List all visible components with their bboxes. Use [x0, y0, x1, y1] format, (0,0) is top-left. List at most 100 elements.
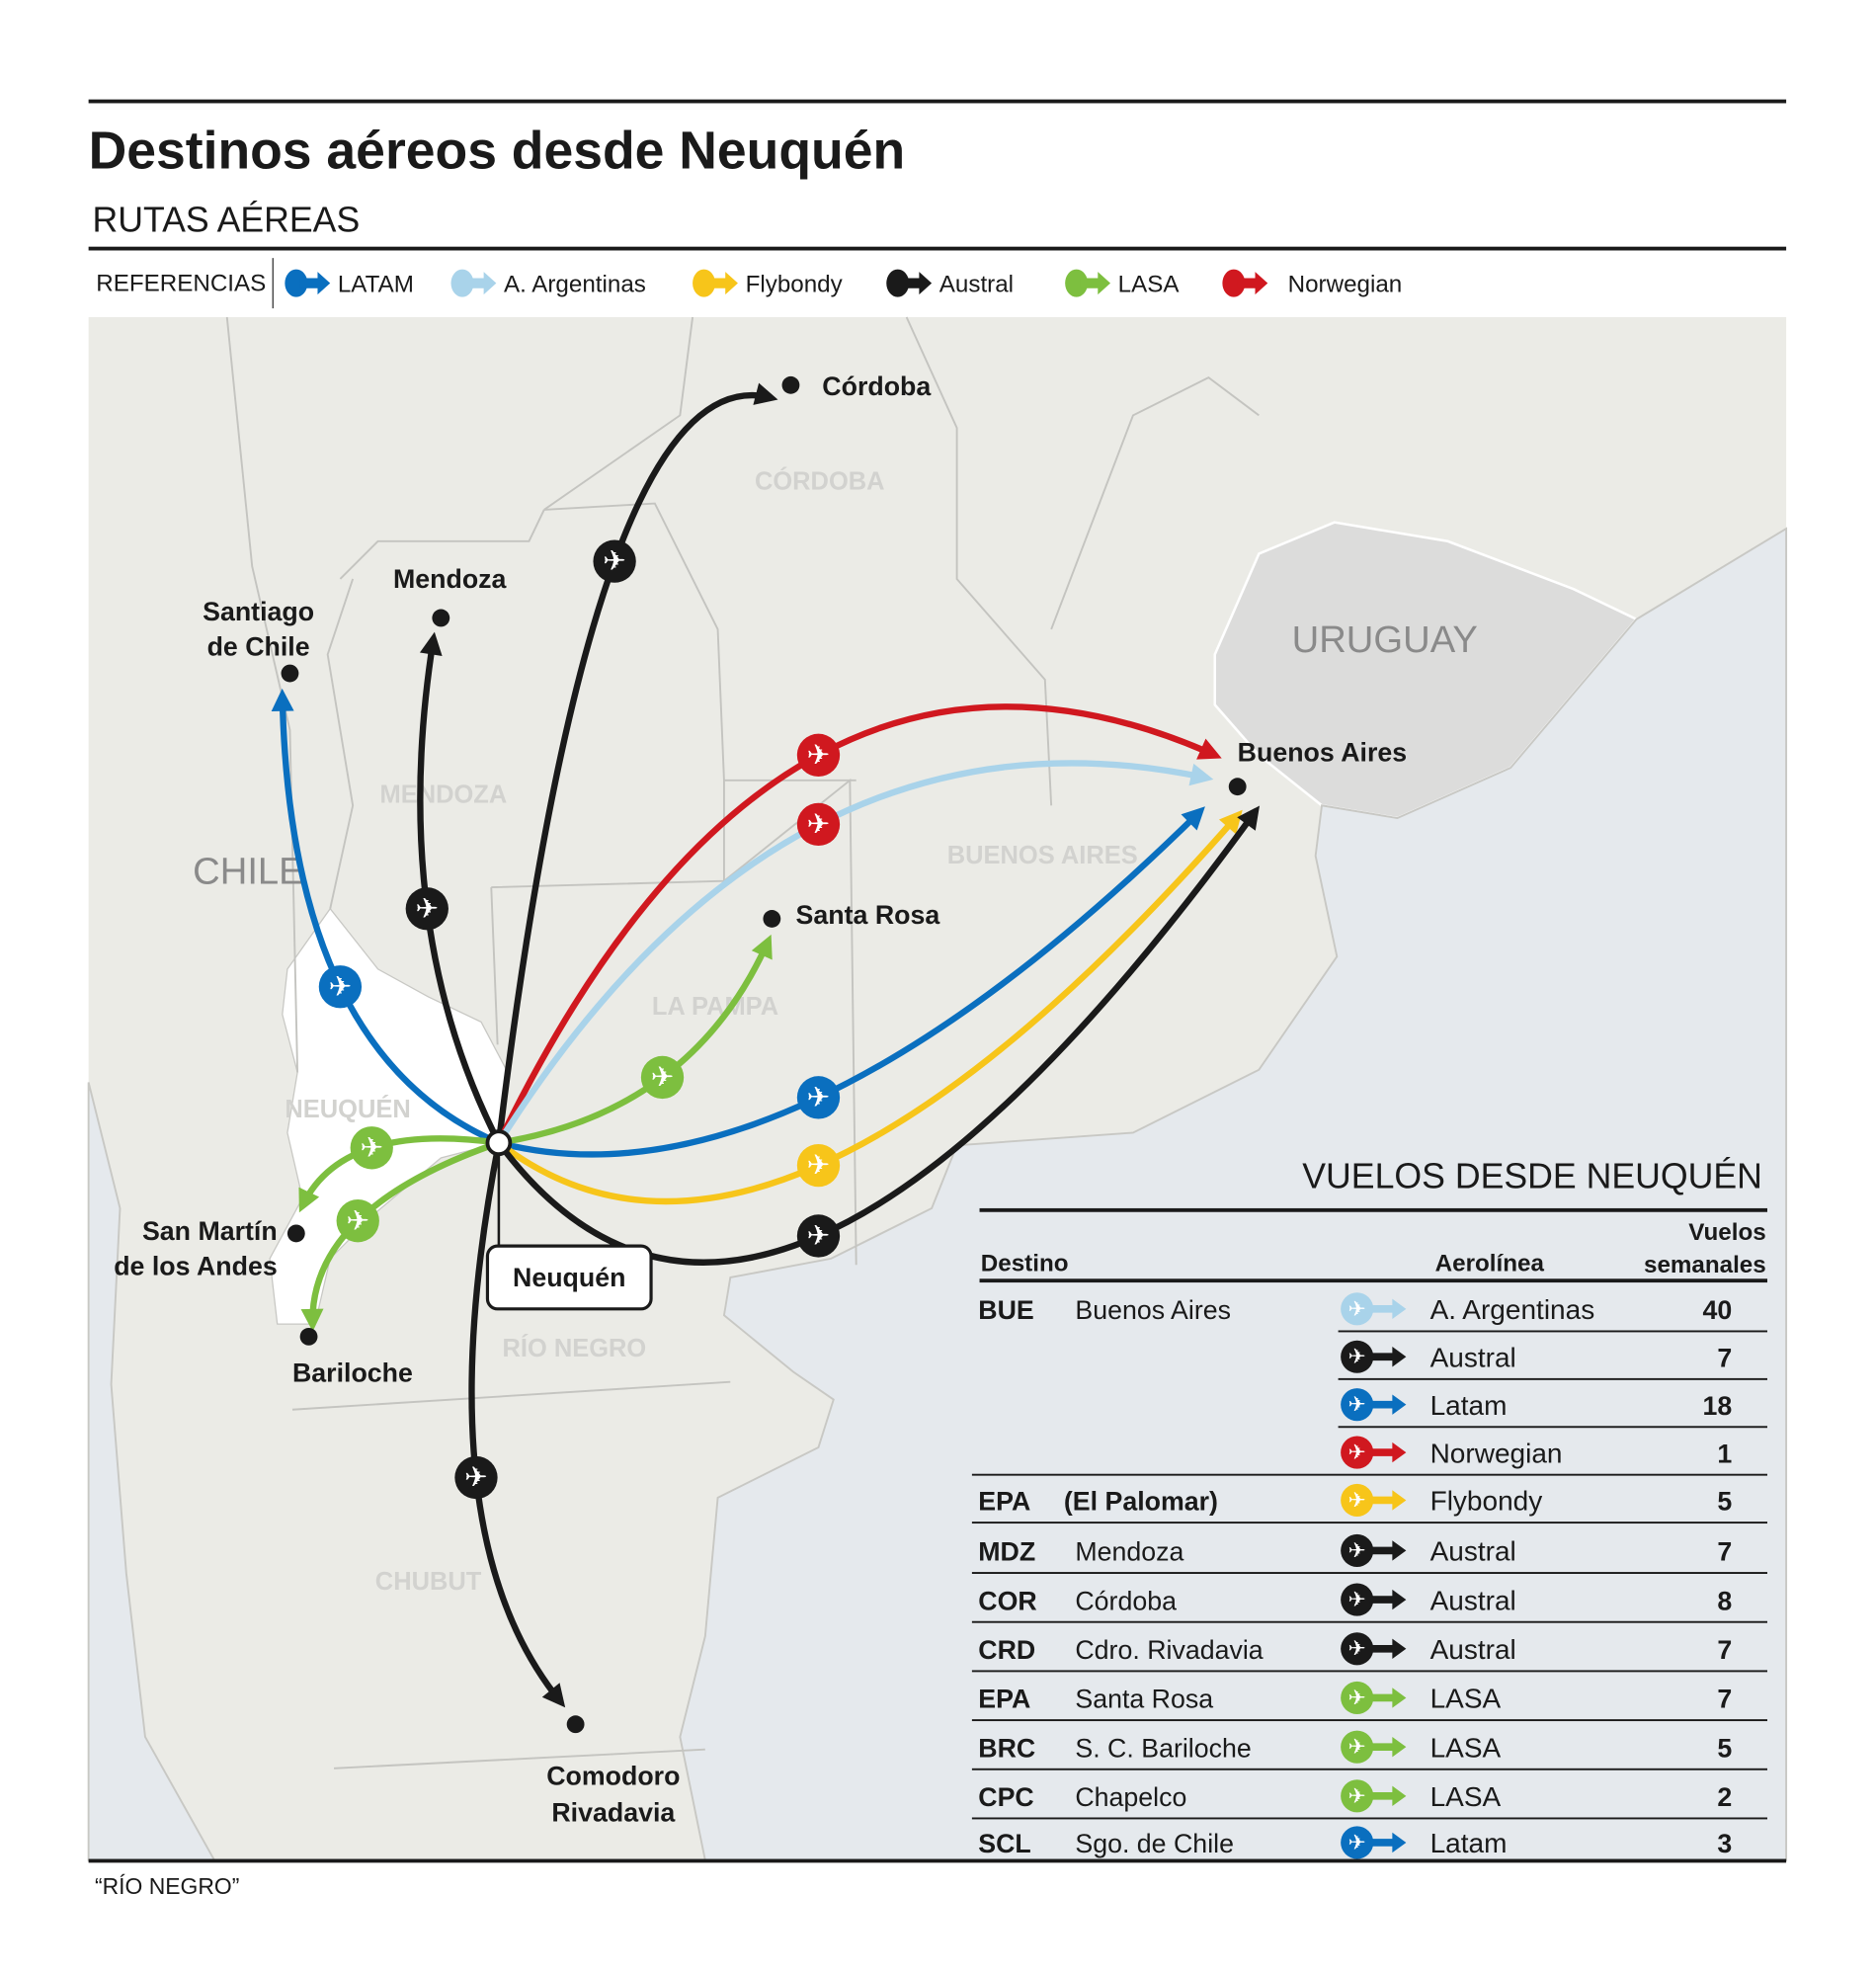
plane-icon: ✈ — [405, 887, 449, 931]
row-divider — [971, 1768, 1767, 1770]
svg-text:✈: ✈ — [329, 970, 353, 1003]
city-label-santiago-2: de Chile — [207, 632, 310, 662]
route-arrowhead-icon — [753, 382, 778, 405]
bottom-rule — [88, 1858, 1787, 1863]
legend-item-flybondy: Flybondy — [693, 269, 844, 298]
row-airline: Austral — [1430, 1342, 1516, 1372]
arrow-right-icon — [1369, 1347, 1407, 1367]
province-label-buenos-aires: BUENOS AIRES — [947, 842, 1138, 869]
province-label-cordoba: CÓRDOBA — [755, 466, 885, 496]
legend-item-latam: LATAM — [285, 269, 414, 298]
row-destination: Cdro. Rivadavia — [1075, 1635, 1263, 1665]
city-dot-mendoza — [432, 609, 450, 627]
row-weekly-flights: 7 — [1717, 1343, 1732, 1372]
plane-icon: ✈ — [318, 965, 363, 1009]
top-rule — [88, 99, 1787, 104]
city-label-buenos-aires: Buenos Aires — [1238, 738, 1407, 768]
row-airline: Latam — [1430, 1828, 1508, 1858]
plane-icon: ✈ — [796, 1076, 841, 1119]
city-label-san-martin-1: San Martín — [142, 1216, 278, 1246]
legend-item-aar: A. Argentinas — [450, 269, 646, 298]
city-label-comodoro-1: Comodoro — [546, 1761, 680, 1790]
row-code: COR — [978, 1586, 1036, 1615]
province-label-la-pampa: LA PAMPA — [652, 993, 778, 1021]
row-airline: Austral — [1430, 1536, 1516, 1567]
route-arrowhead-icon — [298, 1187, 320, 1213]
map: CHILE URUGUAY CÓRDOBA MENDOZA BUENOS AIR… — [87, 316, 1788, 1861]
row-airline: Latam — [1430, 1390, 1508, 1421]
route-arrowhead-icon — [1196, 738, 1222, 760]
airline-plane-icon: ✈ — [1341, 1388, 1374, 1422]
svg-text:✈: ✈ — [651, 1061, 675, 1094]
route-arrowhead-icon — [751, 934, 773, 960]
svg-text:✈: ✈ — [807, 1219, 831, 1252]
row-divider — [971, 1719, 1767, 1722]
row-destination: Santa Rosa — [1075, 1685, 1213, 1714]
city-markers — [281, 375, 1247, 1734]
arrow-right-icon — [1369, 1540, 1407, 1561]
arrow-right-icon — [1369, 1688, 1407, 1708]
legend-swatch-icon — [886, 269, 910, 297]
plane-icon: ✈ — [336, 1199, 379, 1243]
svg-text:✈: ✈ — [603, 544, 626, 577]
arrow-right-icon — [1369, 1589, 1407, 1610]
svg-text:✈: ✈ — [1348, 1393, 1366, 1418]
header-aerolinea: Aerolínea — [1435, 1251, 1545, 1277]
arrow-right-icon — [1369, 1638, 1407, 1659]
city-dot-santiago — [281, 664, 299, 683]
legend-label-flybondy: Flybondy — [746, 272, 844, 298]
plane-icon: ✈ — [796, 733, 841, 777]
page-subtitle: RUTAS AÉREAS — [92, 200, 360, 239]
row-code: BRC — [978, 1733, 1035, 1763]
province-label-chubut: CHUBUT — [375, 1568, 482, 1596]
legend-label-aar: A. Argentinas — [504, 272, 646, 298]
airline-plane-icon: ✈ — [1341, 1779, 1374, 1813]
plane-icon: ✈ — [593, 539, 636, 583]
airline-plane-icon: ✈ — [1341, 1340, 1374, 1373]
plane-icon: ✈ — [350, 1126, 393, 1170]
arrow-right-icon — [1237, 272, 1268, 295]
arrow-right-icon — [901, 272, 933, 295]
row-airline: LASA — [1430, 1781, 1502, 1812]
row-code: CRD — [978, 1635, 1035, 1665]
svg-text:✈: ✈ — [1348, 1488, 1366, 1513]
row-airline: A. Argentinas — [1430, 1294, 1595, 1325]
svg-text:✈: ✈ — [1348, 1297, 1366, 1322]
header-vuelos-1: Vuelos — [1688, 1219, 1765, 1246]
airline-plane-icon: ✈ — [1341, 1632, 1374, 1666]
table-top-rule — [979, 1207, 1767, 1212]
row-code: MDZ — [978, 1537, 1035, 1567]
arrow-right-icon — [1369, 1441, 1407, 1463]
row-airline: Norwegian — [1430, 1438, 1563, 1468]
row-divider — [971, 1817, 1767, 1820]
city-dot-comodoro — [566, 1715, 585, 1734]
legend-swatch-icon — [1065, 269, 1089, 297]
country-label-uruguay: URUGUAY — [1292, 618, 1478, 661]
arrow-right-icon — [1369, 1832, 1407, 1853]
legend-divider — [272, 258, 274, 309]
origin-label: Neuquén — [513, 1263, 625, 1292]
arrow-right-icon — [1369, 1785, 1407, 1807]
svg-text:✈: ✈ — [360, 1131, 383, 1164]
routes: ✈✈✈✈✈✈✈✈✈✈✈✈ — [271, 382, 1261, 1708]
row-weekly-flights: 8 — [1717, 1586, 1732, 1615]
row-destination: S. C. Bariloche — [1075, 1733, 1251, 1763]
legend-label-norwegian: Norwegian — [1288, 272, 1403, 298]
page-title: Destinos aéreos desde Neuquén — [89, 123, 906, 181]
row-weekly-flights: 5 — [1717, 1487, 1732, 1517]
row-destination: (El Palomar) — [1064, 1487, 1218, 1517]
svg-text:✈: ✈ — [1348, 1784, 1366, 1809]
route-arrowhead-icon — [271, 688, 294, 711]
plane-icon: ✈ — [796, 1214, 841, 1258]
row-divider — [971, 1670, 1767, 1673]
source-credit: “RÍO NEGRO” — [95, 1873, 239, 1899]
city-dot-san-martin — [286, 1224, 305, 1243]
arrow-right-icon — [299, 272, 331, 295]
airline-plane-icon: ✈ — [1341, 1292, 1374, 1326]
